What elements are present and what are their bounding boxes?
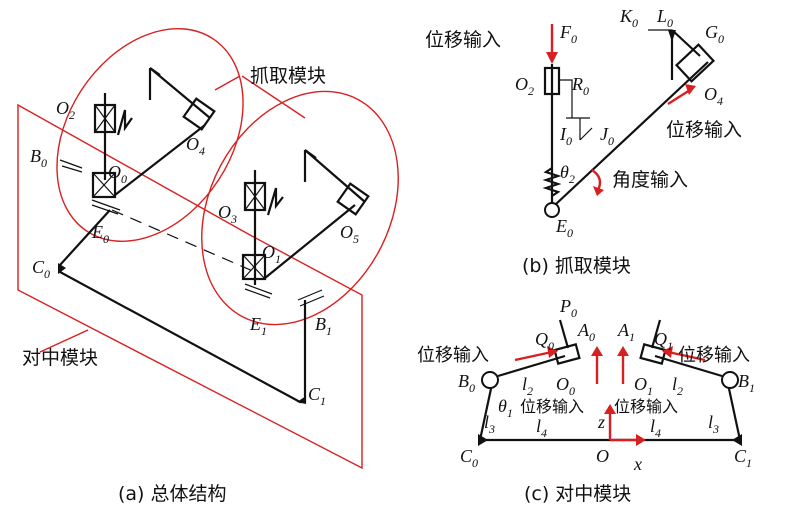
label-c-B1: B1 bbox=[738, 371, 755, 395]
label-angle-input: 角度输入 bbox=[612, 169, 688, 191]
arrow-Q1 bbox=[667, 350, 706, 362]
left-grasp-mech bbox=[59, 67, 216, 215]
label-c-O: O bbox=[596, 446, 609, 466]
base-frame bbox=[58, 209, 307, 404]
arrowhead-Q1 bbox=[662, 346, 673, 358]
label-c-P0: P0 bbox=[559, 296, 577, 320]
label-displacement-input-mid-left: 位移输入 bbox=[520, 397, 584, 416]
label-c-theta1: θ1 bbox=[498, 396, 513, 420]
c1-corner bbox=[297, 396, 306, 404]
grasp-leader-2 bbox=[241, 75, 306, 119]
label-c-x: x bbox=[633, 454, 642, 474]
grasp-leader bbox=[214, 75, 241, 91]
label-b-K0: K0 bbox=[619, 6, 638, 30]
label-displacement-input-mid-right: 位移输入 bbox=[614, 397, 678, 416]
label-a-B1: B1 bbox=[315, 314, 332, 338]
label-b-theta2: θ2 bbox=[560, 162, 575, 186]
label-b-G0: G0 bbox=[705, 22, 724, 46]
c0-corner-c bbox=[478, 434, 488, 446]
label-a-C1: C1 bbox=[308, 384, 326, 408]
label-grasp-module: 抓取模块 bbox=[250, 65, 326, 87]
label-c-l3R: l3 bbox=[708, 412, 719, 436]
label-b-O2: O2 bbox=[515, 74, 534, 98]
arrow-theta2 bbox=[591, 169, 602, 191]
label-displacement-input-left: 位移输入 bbox=[417, 345, 489, 366]
label-centering-module: 对中模块 bbox=[22, 347, 98, 369]
arrow-O4 bbox=[667, 88, 691, 106]
arrowhead-F0 bbox=[546, 52, 558, 64]
label-a-O3: O3 bbox=[218, 202, 237, 226]
arrow-Q0 bbox=[514, 350, 553, 362]
grasp-ellipse-left bbox=[56, 28, 244, 242]
right-grasp-mech bbox=[241, 149, 370, 307]
label-a-B0: B0 bbox=[30, 146, 47, 170]
label-a-O1: O1 bbox=[262, 242, 281, 266]
arrowhead-Q0 bbox=[547, 346, 558, 358]
axis-dash bbox=[111, 209, 256, 273]
label-displacement-input-2: 位移输入 bbox=[666, 119, 742, 141]
arrowhead-O4 bbox=[685, 84, 696, 95]
label-c-l4R: l4 bbox=[650, 416, 661, 440]
label-c-l3L: l3 bbox=[484, 412, 495, 436]
panel-c: P0 Q0 A0 A1 Q1 位移输入 位移输入 B0 l2 O0 O1 l2 … bbox=[417, 296, 755, 505]
label-c-A1: A1 bbox=[617, 320, 635, 344]
label-b-E0: E0 bbox=[555, 216, 573, 240]
panel-a: 抓取模块 对中模块 O2 O4 O0 B0 E0 C0 O3 O1 O5 E1 … bbox=[17, 28, 399, 505]
label-displacement-input-1: 位移输入 bbox=[425, 29, 501, 51]
label-a-E0: E0 bbox=[91, 222, 109, 246]
label-c-l4L: l4 bbox=[536, 416, 547, 440]
grasp-ellipse-right bbox=[201, 90, 399, 326]
arrowhead-theta2 bbox=[593, 186, 604, 196]
label-c-Q0: Q0 bbox=[535, 329, 554, 353]
arrowhead-z bbox=[604, 404, 616, 414]
label-c-C0: C0 bbox=[460, 446, 478, 470]
caption-c: (c) 对中模块 bbox=[524, 483, 631, 505]
label-a-E1: E1 bbox=[249, 314, 267, 338]
label-b-I0: I0 bbox=[559, 124, 572, 148]
arrowhead-A0 bbox=[591, 346, 603, 356]
label-b-L0: L0 bbox=[656, 6, 673, 30]
label-c-O1: O1 bbox=[634, 374, 653, 398]
centering-plane bbox=[17, 103, 363, 470]
label-c-O0: O0 bbox=[556, 374, 575, 398]
centering-leader bbox=[39, 329, 89, 353]
label-c-Q1: Q1 bbox=[654, 329, 673, 353]
arrowhead-x bbox=[636, 434, 646, 446]
label-b-O4: O4 bbox=[704, 84, 723, 108]
label-a-C0: C0 bbox=[32, 257, 50, 281]
c1-corner-c bbox=[732, 434, 742, 446]
k0-corner bbox=[668, 30, 676, 42]
label-a-O2: O2 bbox=[56, 98, 75, 122]
c0-corner bbox=[58, 263, 66, 274]
caption-b: (b) 抓取模块 bbox=[522, 255, 631, 277]
label-a-O5: O5 bbox=[340, 222, 359, 246]
label-c-z: z bbox=[597, 412, 605, 432]
label-c-l2R: l2 bbox=[672, 374, 683, 398]
panel-b: 位移输入 F0 K0 L0 G0 O2 R0 O4 位移输入 I0 J0 θ2 … bbox=[425, 6, 742, 277]
label-b-J0: J0 bbox=[600, 124, 614, 148]
label-c-C1: C1 bbox=[734, 446, 752, 470]
label-a-O4: O4 bbox=[186, 134, 205, 158]
label-c-A0: A0 bbox=[577, 320, 595, 344]
label-a-O0: O0 bbox=[108, 162, 127, 186]
arrowhead-A1 bbox=[617, 346, 629, 356]
label-c-l2L: l2 bbox=[522, 374, 533, 398]
label-b-R0: R0 bbox=[571, 74, 589, 98]
label-displacement-input-right: 位移输入 bbox=[678, 345, 750, 366]
caption-a: (a) 总体结构 bbox=[118, 483, 227, 505]
label-b-F0: F0 bbox=[559, 22, 577, 46]
label-c-B0: B0 bbox=[458, 371, 475, 395]
